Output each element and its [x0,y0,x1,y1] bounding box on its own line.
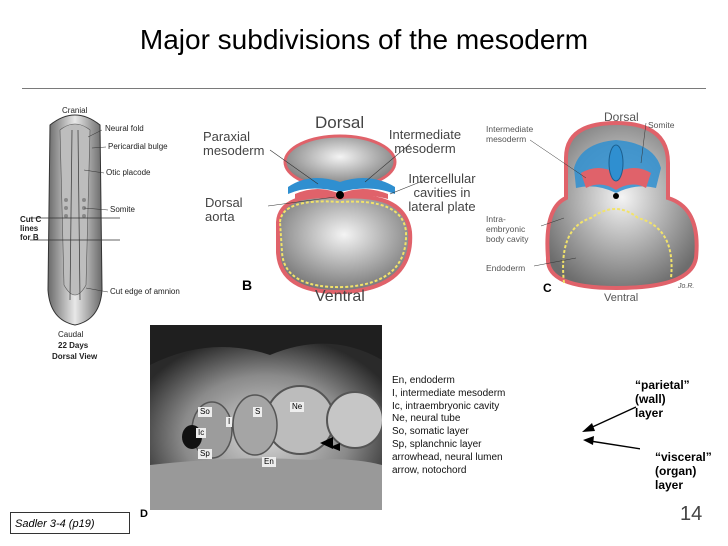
annotation-arrows [582,406,640,450]
sem-tag-sp: Sp [198,449,212,459]
legend-item: arrowhead, neural lumen [392,451,503,463]
source-citation: Sadler 3-4 (p19) [10,512,130,534]
label-caudal: Caudal [58,330,84,339]
figure-c-cross-section: Intermediate mesoderm Dorsal Somite Intr… [486,108,711,308]
label-cut-edge-amnion: Cut edge of amnion [110,287,180,296]
legend-item: So, somatic layer [392,426,469,438]
visceral-line: layer [655,478,684,492]
label-intermediate-mesoderm-c: Intermediate mesoderm [486,124,534,144]
legend-item: Ne, neural tube [392,413,461,425]
sem-tag-i: I [226,417,233,427]
figure-c-letter: C [543,281,552,295]
artist-signature: Jo.R. [678,283,695,290]
sem-tag-so: So [198,407,212,417]
figure-d-letter: D [140,508,148,520]
legend-item: Sp, splanchnic layer [392,438,482,450]
label-endoderm-c: Endoderm [486,263,526,273]
sem-image [150,325,382,510]
parietal-line: (wall) [635,392,666,406]
label-dorsal-aorta: Dorsal aorta [205,195,243,224]
label-dorsal: Dorsal [315,113,365,132]
parietal-line: “parietal” [635,378,690,392]
label-ventral: Ventral [315,288,365,305]
cross-section-c-drawing [529,120,699,291]
title-divider [22,88,706,89]
visceral-line: (organ) [655,464,697,478]
label-neural-fold: Neural fold [105,124,144,133]
label-age: 22 Days [58,341,89,350]
legend-item: Ic, intraembryonic cavity [392,400,500,412]
arrow-to-splanchnic-layer [589,440,640,450]
label-otic-placode: Otic placode [106,168,151,177]
visceral-layer-note: “visceral” (organ) layer [655,450,712,492]
visceral-line: “visceral” [655,450,712,464]
legend-item: I, intermediate mesoderm [392,387,506,399]
slide-number: 14 [680,503,703,525]
legend-item: arrow, notochord [392,464,467,476]
sem-tag-ne: Ne [290,402,305,412]
label-paraxial-mesoderm: Paraxial mesoderm [203,129,265,158]
figure-a-embryo-dorsal-view: Cranial Neural fold Pericardial bulge Ot… [20,100,210,370]
slide-title: Major subdivisions of the mesoderm [139,24,589,55]
cross-section-b-drawing [267,134,426,295]
label-somite-c: Somite [648,120,675,130]
parietal-layer-note: “parietal” (wall) layer [635,378,690,420]
legend-item: En, endoderm [392,375,455,386]
label-cut-lines: Cut C lines for B [20,215,42,242]
arrowhead-somatic-icon [582,423,595,432]
label-intermediate-mesoderm: Intermediate mesoderm [388,127,462,156]
label-ventral-c: Ventral [604,292,639,304]
sem-tag-ic: Ic [196,428,207,438]
figure-b-cross-section: Dorsal Ventral Paraxial mesoderm Interme… [200,102,476,312]
label-dorsal-c: Dorsal [604,110,639,124]
label-pericardial-bulge: Pericardial bulge [108,142,168,151]
label-somite: Somite [110,205,135,214]
label-intraembryonic-body-cavity: Intra-embryonic body cavity [486,214,529,244]
arrowhead-splanchnic-icon [583,436,594,445]
embryo-drawing [30,114,120,326]
abbreviation-legend: En, endoderm I, intermediate mesoderm Ic… [392,375,505,477]
arrow-to-somatic-layer [587,406,637,430]
parietal-line: layer [635,406,664,420]
label-view: Dorsal View [52,352,98,361]
sem-tag-s: S [253,407,263,417]
figure-d-sem-micrograph: So Ic Sp S Ne I En [150,325,382,510]
sem-tag-en: En [262,457,276,467]
label-intercellular-cavities: Intercellular cavities in lateral plate [408,171,476,214]
label-cranial: Cranial [62,106,88,115]
figure-b-letter: B [242,277,253,293]
